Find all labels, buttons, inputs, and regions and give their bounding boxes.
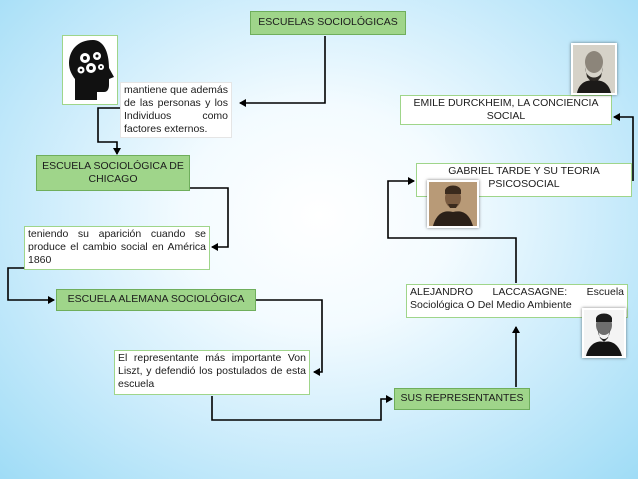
mantiene-text: mantiene que además de las personas y lo… [124, 84, 228, 136]
durkheim-text: EMILE DURCKHEIM, LA CONCIENCIA SOCIAL [413, 97, 599, 123]
lacassagne-portrait [582, 308, 626, 358]
title-node: ESCUELAS SOCIOLÓGICAS [250, 11, 406, 35]
representantes-label: SUS REPRESENTANTES [400, 392, 524, 405]
chicago-label: ESCUELA SOCIOLÓGICA DE CHICAGO [42, 159, 184, 185]
lacassagne-text: ALEJANDRO LACCASAGNE: Escuela Sociológic… [410, 286, 624, 312]
head-gears-icon [62, 35, 118, 105]
liszt-node: El representante más importante Von Lisz… [114, 350, 310, 395]
tarde-portrait [427, 180, 479, 228]
durkheim-node: EMILE DURCKHEIM, LA CONCIENCIA SOCIAL [400, 95, 612, 125]
title-label: ESCUELAS SOCIOLÓGICAS [258, 16, 398, 29]
connector-title-mantiene [239, 36, 326, 107]
alemana-label: ESCUELA ALEMANA SOCIOLÓGICA [67, 293, 245, 306]
connector-chicago-teniendo [190, 187, 229, 251]
connector-teniendo-alemana [7, 267, 55, 304]
connector-mantiene-chicago [97, 107, 121, 155]
tarde-text: GABRIEL TARDE Y SU TEORIA PSICOSOCIAL [448, 165, 600, 191]
liszt-text: El representante más importante Von Lisz… [118, 352, 306, 391]
alemana-node: ESCUELA ALEMANA SOCIOLÓGICA [56, 289, 256, 311]
chicago-node: ESCUELA SOCIOLÓGICA DE CHICAGO [36, 155, 190, 191]
teniendo-text: teniendo su aparición cuando se produce … [28, 228, 206, 267]
connector-lacassagne-tarde [387, 177, 517, 283]
tarde-node: GABRIEL TARDE Y SU TEORIA PSICOSOCIAL [416, 163, 632, 197]
connector-liszt-representantes [211, 395, 393, 421]
durkheim-portrait [571, 43, 617, 95]
connector-alemana-liszt [256, 299, 323, 376]
teniendo-node: teniendo su aparición cuando se produce … [24, 226, 210, 270]
mantiene-node: mantiene que además de las personas y lo… [120, 82, 232, 138]
connector-tarde-durkheim [613, 113, 634, 181]
representantes-node: SUS REPRESENTANTES [394, 388, 530, 410]
